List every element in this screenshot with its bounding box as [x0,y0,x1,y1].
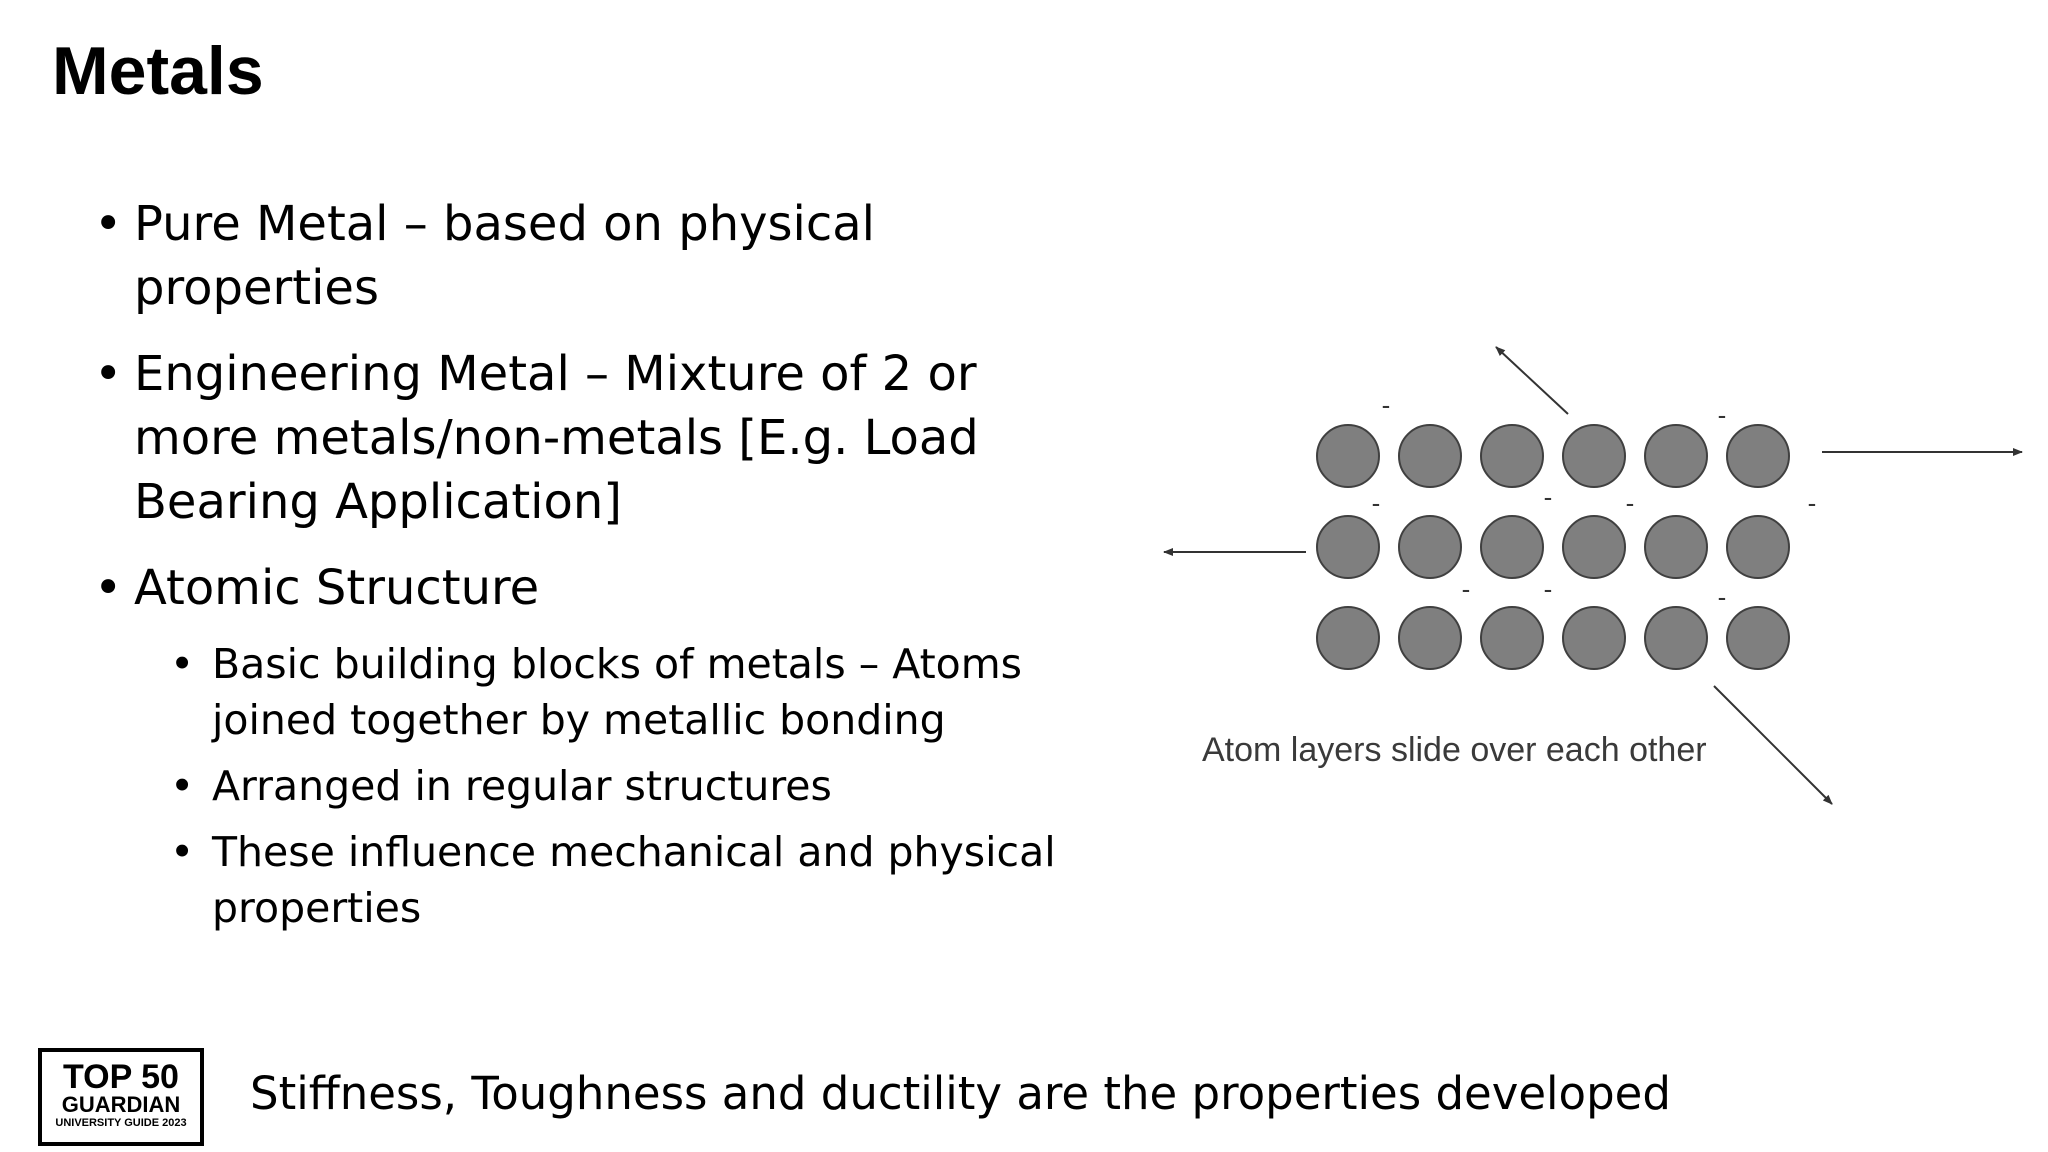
logo-line: TOP 50 [63,1058,179,1096]
electron-marker: - [1626,488,1635,518]
atom-circle [1644,424,1708,488]
electron-markers: - - - - - - - - - [1372,390,1817,612]
atom-circle [1316,515,1380,579]
bullet-dot: • [170,828,195,876]
atom-circle [1644,515,1708,579]
electron-marker: - [1808,488,1817,518]
electron-marker: - [1718,400,1727,430]
slide-title: Metals [52,33,264,109]
electron-marker: - [1462,574,1471,604]
bullet-dot: • [170,640,195,688]
bullet-list: • Pure Metal – based on physical propert… [92,192,1092,958]
atom-grid [1316,424,1790,670]
sub-bullet-text: These influence mechanical and physical … [212,828,1056,932]
sub-bullet-item: • These influence mechanical and physica… [92,824,1092,936]
bullet-item: • Pure Metal – based on physical propert… [92,192,1092,320]
logo-line: UNIVERSITY GUIDE 2023 [55,1117,187,1129]
atom-circle [1316,606,1380,670]
atom-circle [1644,606,1708,670]
electron-marker: - [1544,574,1553,604]
atom-circle [1562,606,1626,670]
atom-circle [1398,606,1462,670]
bullet-text: Pure Metal – based on physical propertie… [134,196,875,316]
electron-marker: - [1718,582,1727,612]
electron-marker: - [1382,390,1391,420]
sub-bullet-list: • Basic building blocks of metals – Atom… [134,636,1092,936]
arrow-down-right [1713,685,1833,805]
bullet-text: Engineering Metal – Mixture of 2 or more… [134,346,979,530]
atom-circle [1562,424,1626,488]
electron-marker: - [1372,488,1381,518]
atom-circle [1480,424,1544,488]
atom-lattice-diagram: - - - - - - - - - [1163,346,2023,805]
bullet-dot: • [94,560,123,616]
atom-circle [1398,424,1462,488]
guardian-top50-logo: TOP 50 GUARDIAN UNIVERSITY GUIDE 2023 [38,1048,204,1146]
atom-circle [1480,606,1544,670]
bullet-text: Atomic Structure [134,560,540,616]
atom-circle [1726,424,1790,488]
bullet-item: • Engineering Metal – Mixture of 2 or mo… [92,342,1092,534]
electron-marker: - [1544,482,1553,512]
atom-circle [1316,424,1380,488]
bullet-dot: • [170,762,195,810]
bullet-dot: • [94,346,123,402]
atom-circle [1398,515,1462,579]
sub-bullet-item: • Arranged in regular structures [92,758,1092,814]
logo-line: GUARDIAN [61,1092,181,1117]
sub-bullet-text: Arranged in regular structures [212,762,832,810]
atom-circle [1726,606,1790,670]
atom-circle [1562,515,1626,579]
bullet-item: • Atomic Structure • Basic building bloc… [92,556,1092,936]
diagram-caption: Atom layers slide over each other [1202,731,1707,769]
sub-bullet-text: Basic building blocks of metals – Atoms … [212,640,1023,744]
bullet-dot: • [94,196,123,252]
atom-circle [1726,515,1790,579]
atom-circle [1480,515,1544,579]
sub-bullet-item: • Basic building blocks of metals – Atom… [92,636,1092,748]
footer-statement: Stiffness, Toughness and ductility are t… [250,1067,1671,1120]
arrow-up-left [1495,346,1569,415]
